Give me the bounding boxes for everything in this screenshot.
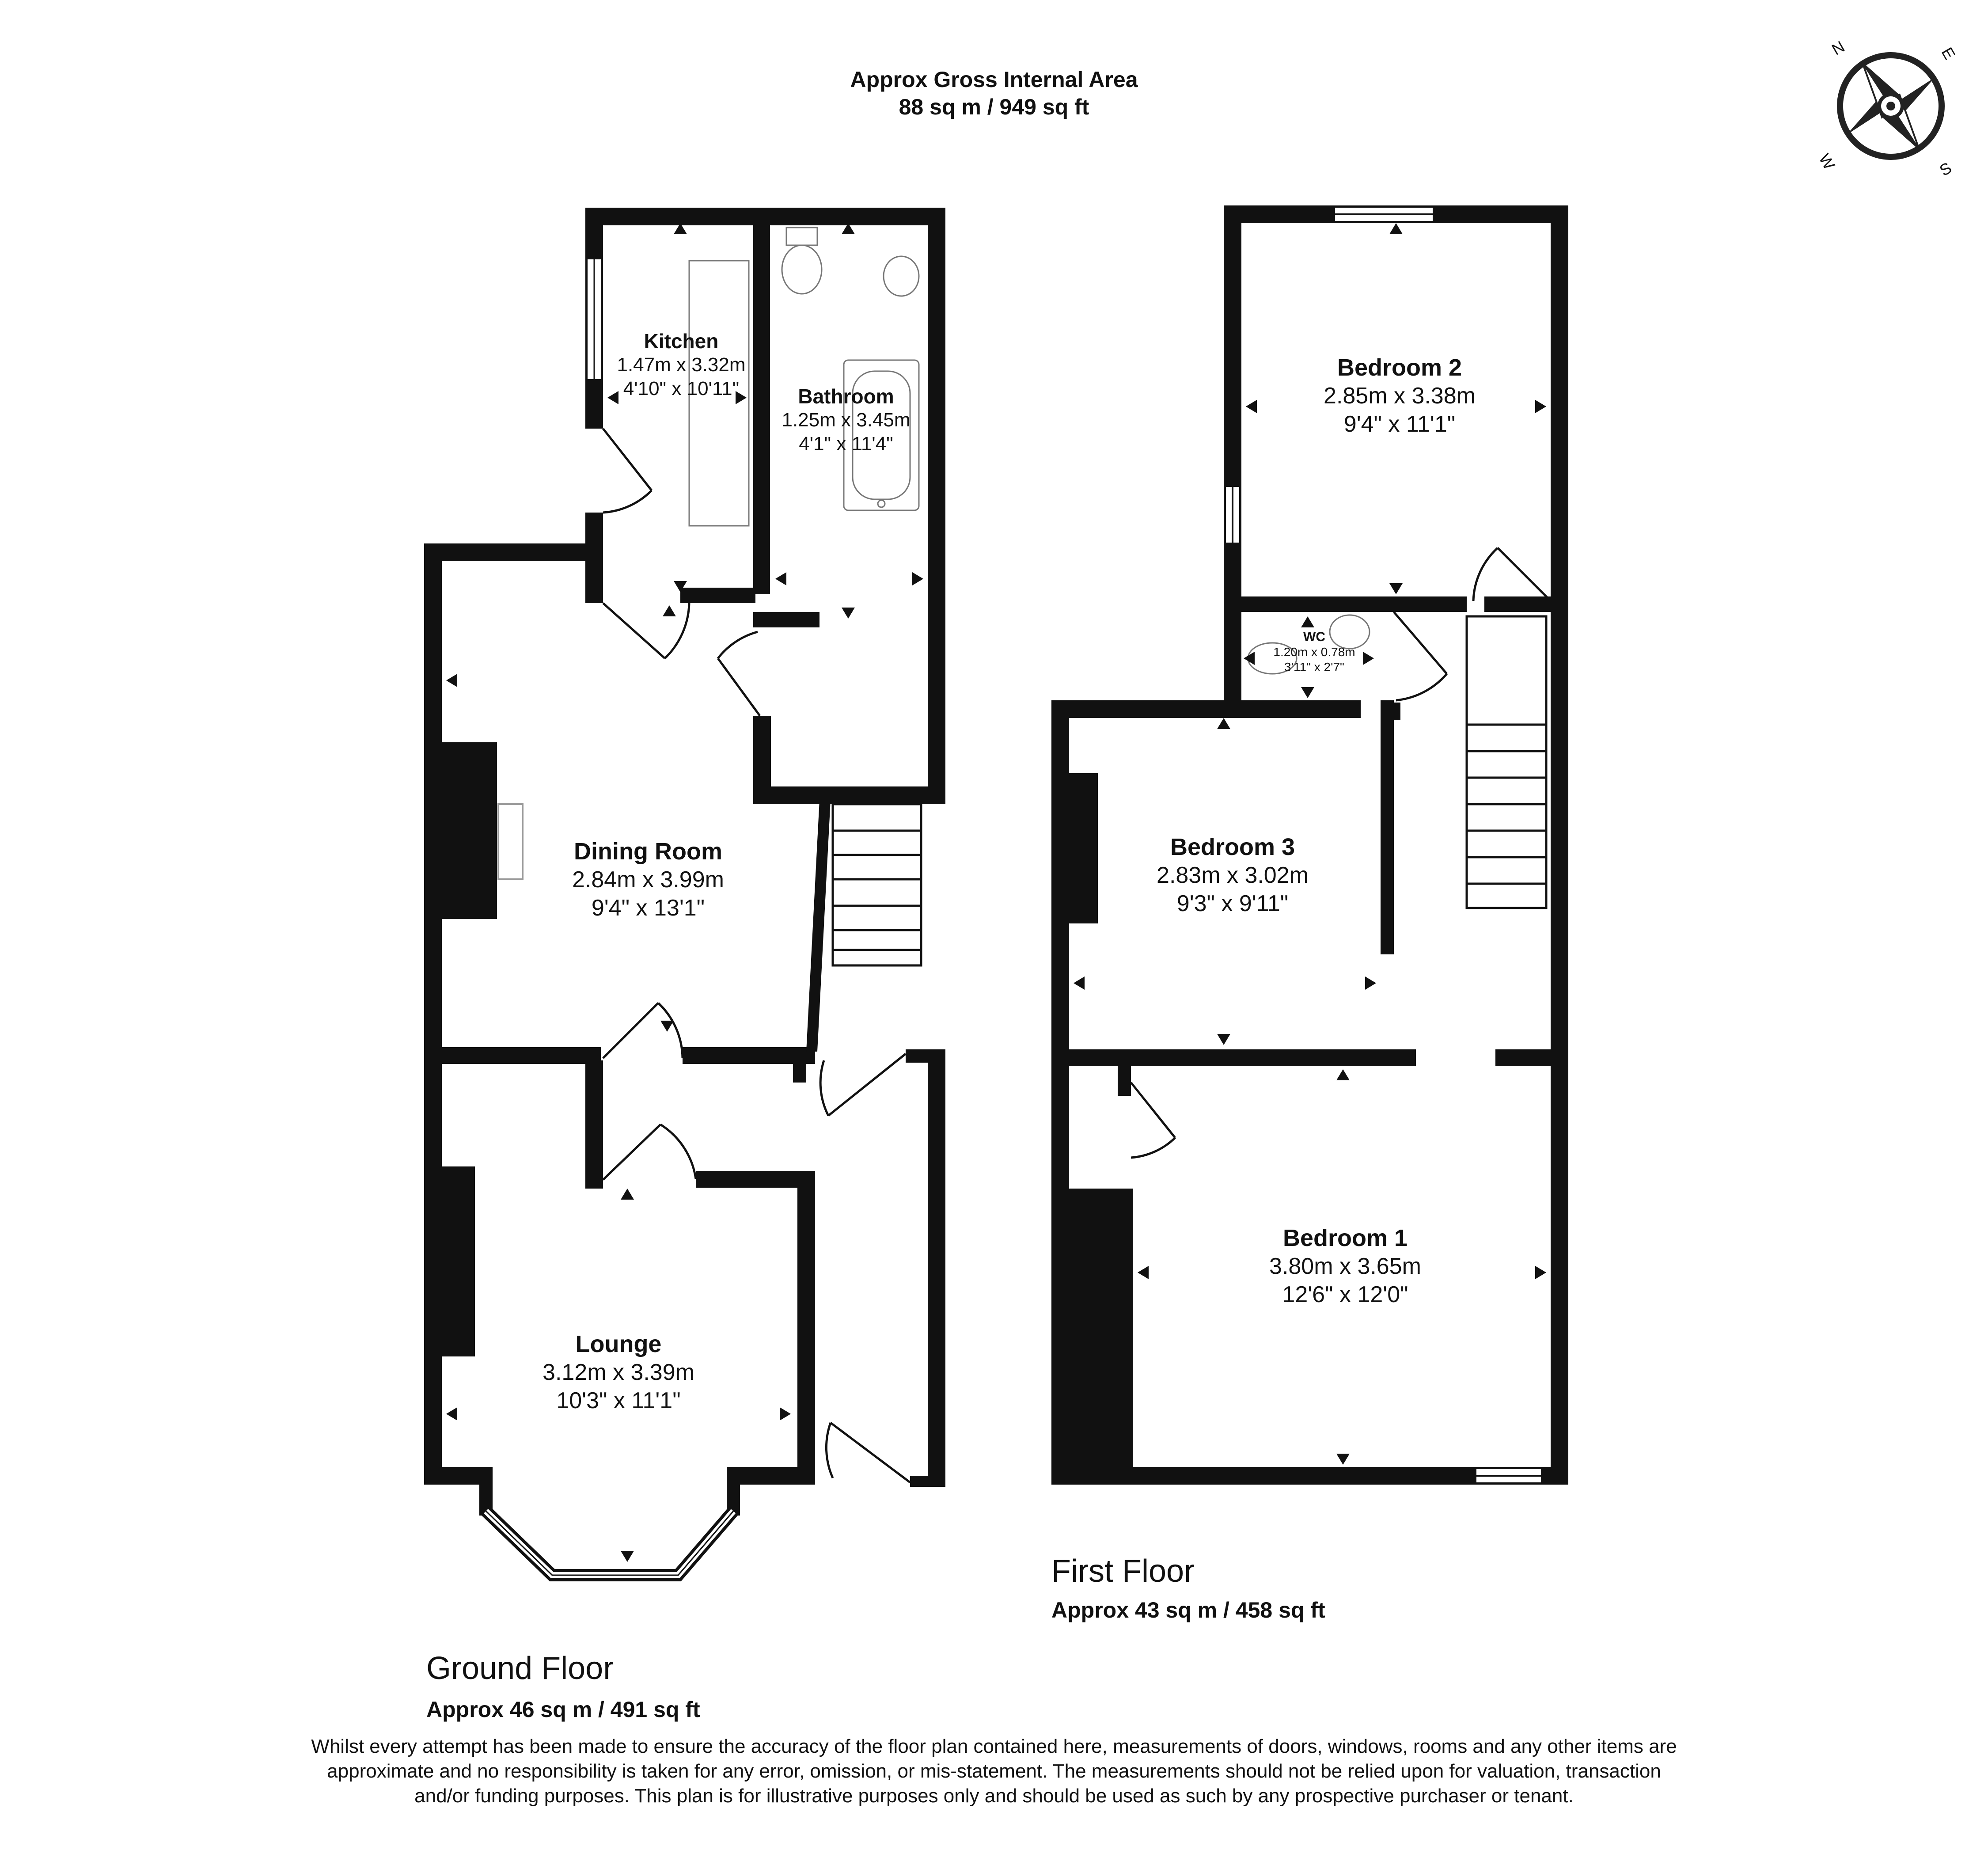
- room-imperial: 10'3" x 11'1": [556, 1388, 681, 1413]
- gross-area-value: 88 sq m / 949 sq ft: [899, 95, 1089, 119]
- kitchen-worktop: [688, 260, 750, 527]
- bay-window: [482, 1506, 738, 1581]
- room-metric: 1.20m x 0.78m: [1273, 645, 1355, 659]
- room-name: Bathroom: [798, 385, 894, 408]
- room-metric: 3.80m x 3.65m: [1269, 1254, 1421, 1279]
- room-imperial: 4'10" x 10'11": [623, 378, 740, 399]
- dimension-arrows-first: [1074, 223, 1546, 1465]
- room-name: Bedroom 1: [1282, 1225, 1408, 1251]
- disclaimer-text: Whilst every attempt has been made to en…: [311, 1736, 1677, 1807]
- room-bedroom-1: Bedroom 1 3.80m x 3.65m 12'6" x 12'0": [1269, 1224, 1421, 1309]
- first-floor-doors: [1130, 547, 1552, 1159]
- gross-area-title: Approx Gross Internal Area: [850, 67, 1138, 92]
- basin-icon: [883, 255, 920, 297]
- ground-floor-area: Approx 46 sq m / 491 sq ft: [426, 1697, 700, 1722]
- chimney-breast-bed3: [1069, 773, 1098, 923]
- ground-floor-title: Ground Floor: [426, 1651, 614, 1686]
- room-metric: 2.85m x 3.38m: [1324, 383, 1476, 409]
- toilet-cistern: [785, 227, 818, 246]
- room-metric: 2.83m x 3.02m: [1157, 862, 1309, 888]
- room-name: WC: [1303, 630, 1325, 644]
- first-floor-walls: [1051, 205, 1568, 1485]
- room-imperial: 12'6" x 12'0": [1282, 1282, 1408, 1307]
- wc-basin-icon: [1329, 614, 1370, 650]
- room-metric: 3.12m x 3.39m: [543, 1360, 694, 1385]
- room-wc: WC 1.20m x 0.78m 3'11" x 2'7": [1273, 630, 1355, 675]
- room-metric: 1.47m x 3.32m: [617, 354, 746, 376]
- first-floor-title: First Floor: [1051, 1554, 1195, 1589]
- compass-icon: [1837, 52, 1945, 160]
- room-imperial: 3'11" x 2'7": [1284, 660, 1344, 674]
- chimney-breast-bed1: [1069, 1189, 1133, 1482]
- chimney-breast-dining: [442, 742, 497, 919]
- room-bedroom-3: Bedroom 3 2.83m x 3.02m 9'3" x 9'11": [1157, 833, 1309, 918]
- room-name: Bedroom 3: [1170, 834, 1295, 860]
- room-lounge: Lounge 3.12m x 3.39m 10'3" x 11'1": [543, 1330, 694, 1415]
- room-dining: Dining Room 2.84m x 3.99m 9'4" x 13'1": [572, 837, 724, 922]
- room-kitchen: Kitchen 1.47m x 3.32m 4'10" x 10'11": [617, 329, 745, 401]
- room-imperial: 9'4" x 11'1": [1343, 411, 1456, 437]
- chimney-breast-lounge: [442, 1166, 475, 1356]
- fireplace-hearth: [497, 803, 524, 880]
- dimension-arrows-ground: [446, 223, 923, 1562]
- room-bedroom-2: Bedroom 2 2.85m x 3.38m 9'4" x 11'1": [1324, 353, 1476, 438]
- stairs-first: [1465, 615, 1548, 909]
- stairs-ground: [497, 803, 922, 967]
- first-floor-windows: [1224, 206, 1543, 1484]
- room-imperial: 9'4" x 13'1": [591, 895, 705, 921]
- room-name: Dining Room: [574, 838, 722, 865]
- room-name: Kitchen: [644, 330, 719, 353]
- bath-icon: [843, 359, 920, 511]
- room-bathroom: Bathroom 1.25m x 3.45m 4'1" x 11'4": [782, 384, 910, 456]
- room-name: Lounge: [575, 1331, 662, 1357]
- room-metric: 1.25m x 3.45m: [782, 409, 911, 431]
- first-floor-area: Approx 43 sq m / 458 sq ft: [1051, 1598, 1325, 1622]
- ground-floor-doors: [602, 428, 911, 1483]
- fixtures-ground: [688, 227, 920, 527]
- toilet-icon: [781, 244, 823, 295]
- ground-floor-windows: [586, 258, 603, 381]
- room-imperial: 9'3" x 9'11": [1176, 891, 1289, 916]
- room-name: Bedroom 2: [1337, 354, 1462, 381]
- room-imperial: 4'1" x 11'4": [799, 433, 893, 455]
- room-metric: 2.84m x 3.99m: [572, 867, 724, 893]
